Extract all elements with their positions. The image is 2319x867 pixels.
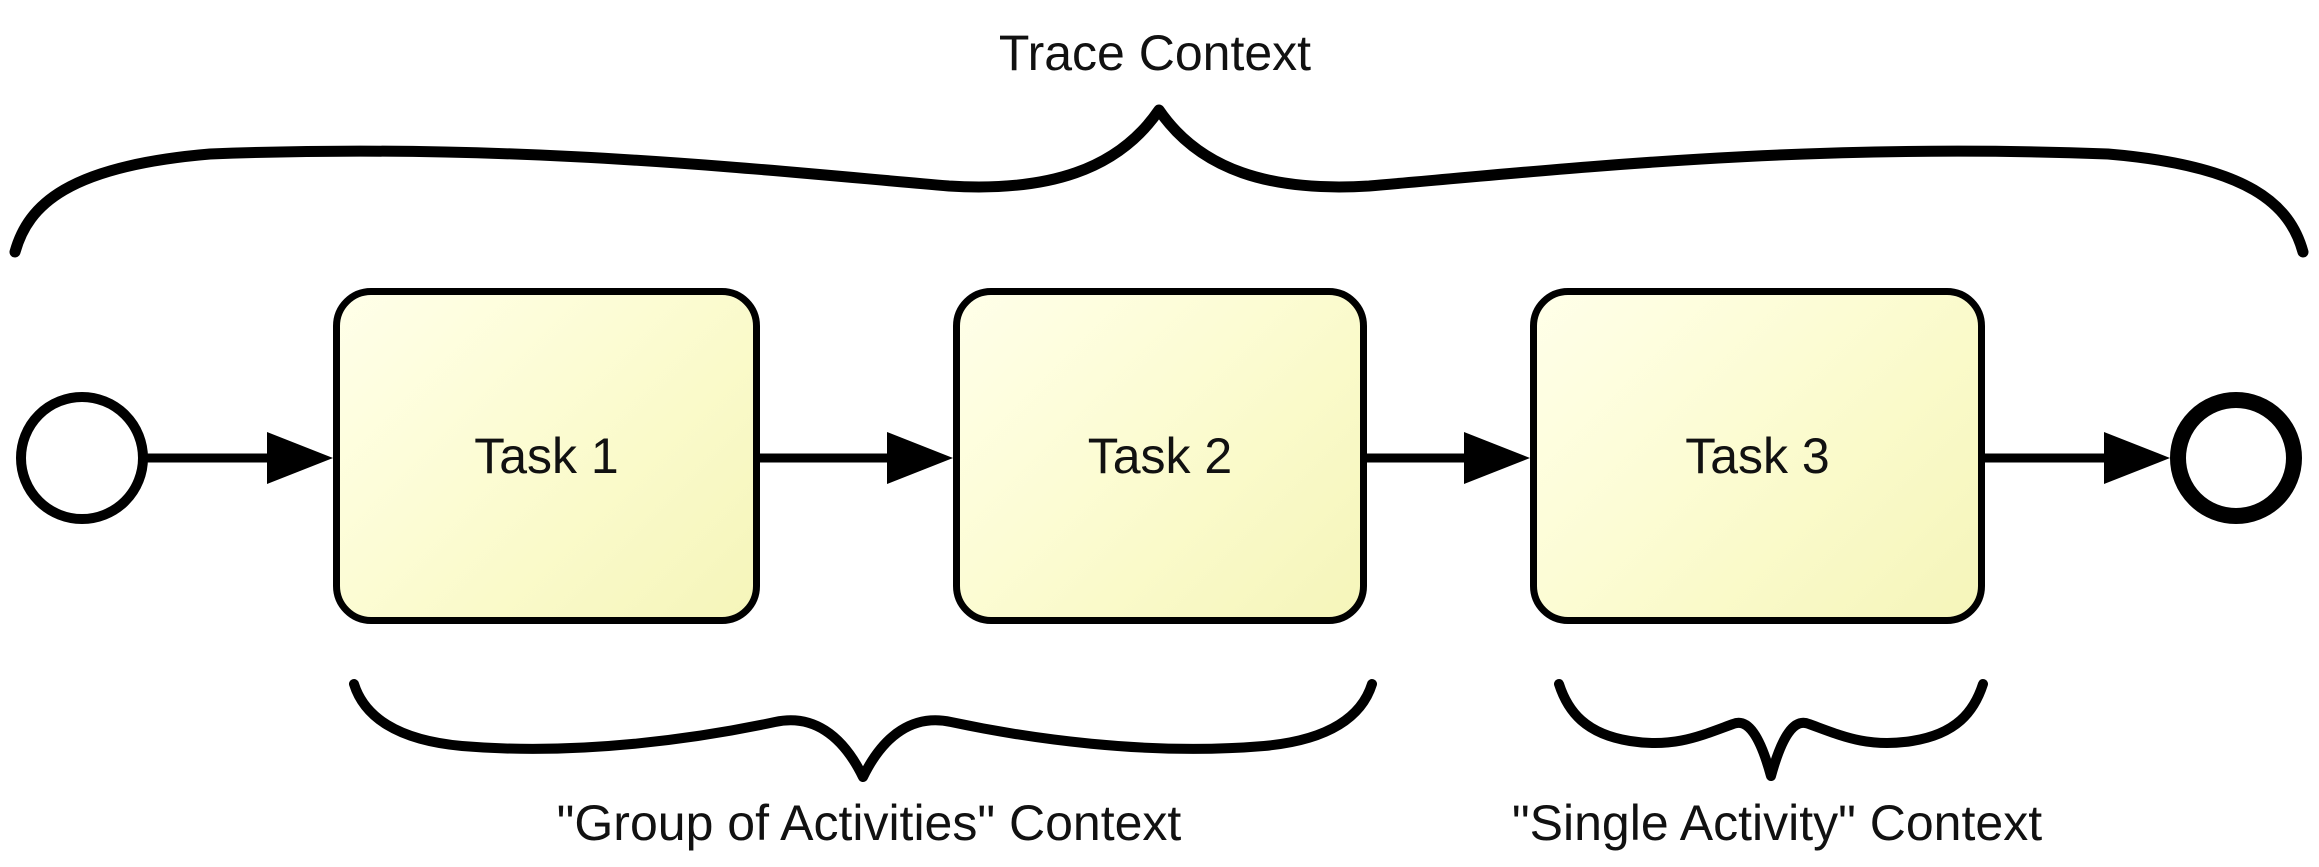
- task-label: Task 3: [1685, 428, 1830, 484]
- sequence-flow-arrow-1: [147, 432, 333, 484]
- task-node-3: Task 3: [1530, 288, 1985, 624]
- task-label: Task 1: [474, 428, 619, 484]
- single-activity-brace: [1554, 679, 1988, 781]
- group-of-activities-brace: [349, 679, 1377, 782]
- end-event-circle: [2170, 392, 2302, 524]
- sequence-flow-arrow-3: [1367, 432, 1530, 484]
- trace-context-brace: [9, 104, 2309, 258]
- start-event-circle: [16, 392, 148, 524]
- task-node-2: Task 2: [953, 288, 1367, 624]
- group-of-activities-label: "Group of Activities" Context: [556, 795, 1182, 851]
- task-label: Task 2: [1087, 428, 1233, 484]
- sequence-flow-arrow-4: [1985, 432, 2170, 484]
- sequence-flow-arrow-2: [760, 432, 953, 484]
- trace-context-label: Trace Context: [998, 25, 1312, 81]
- task-node-1: Task 1: [333, 288, 760, 624]
- single-activity-label: "Single Activity" Context: [1511, 795, 2043, 851]
